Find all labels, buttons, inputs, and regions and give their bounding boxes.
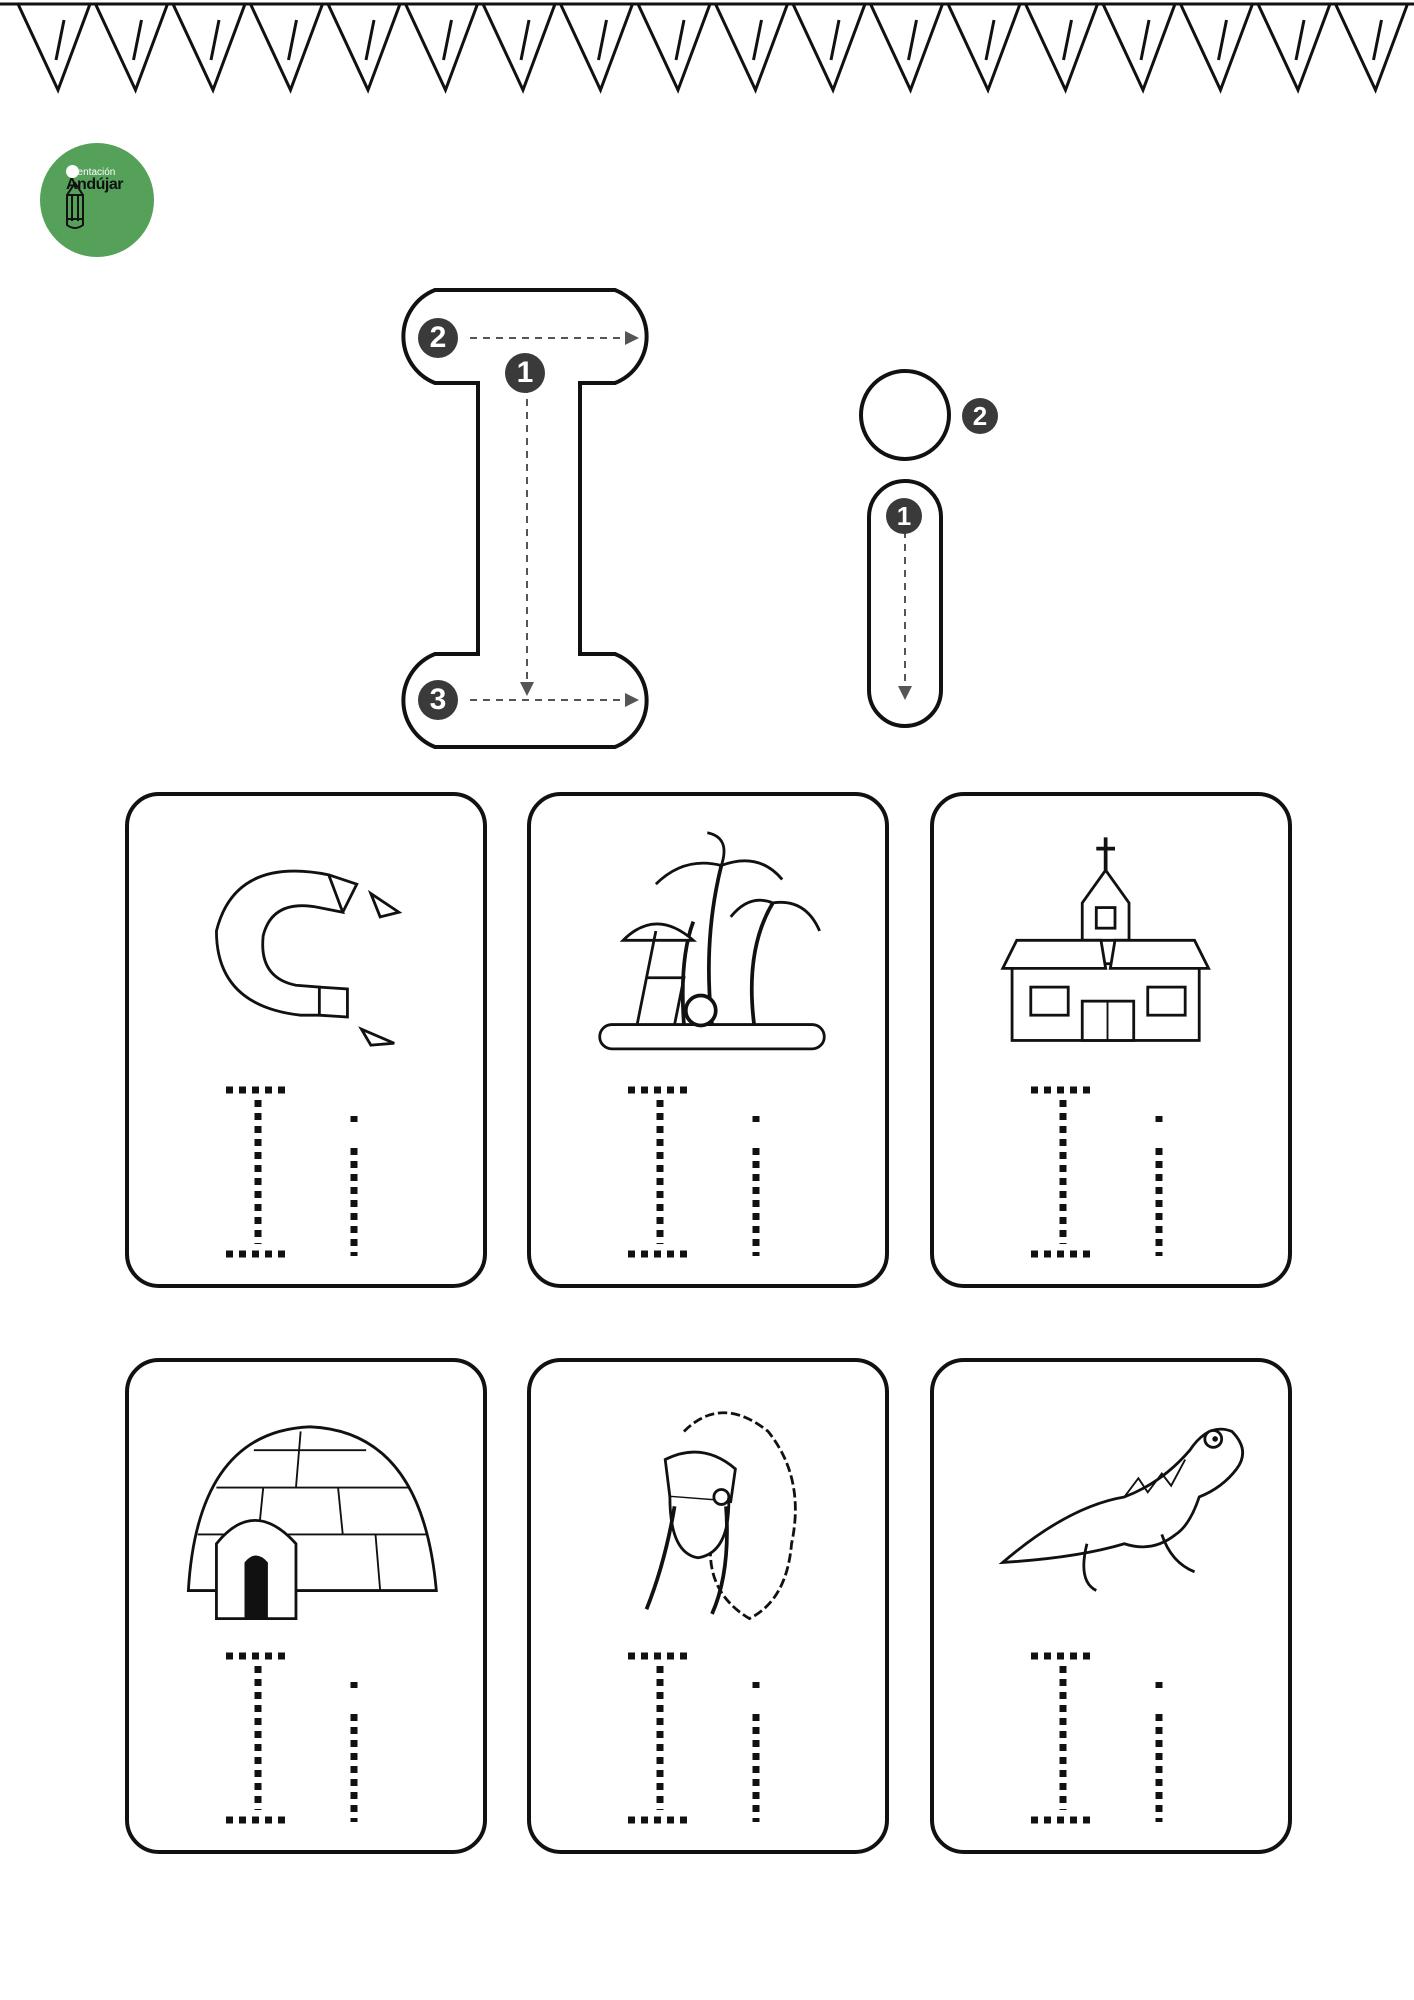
dotted-letter-trace[interactable] (626, 1086, 786, 1261)
dotted-letter-trace[interactable] (224, 1086, 384, 1261)
step-number-2: 2 (418, 318, 458, 358)
word-card (125, 1358, 487, 1854)
word-card (527, 1358, 889, 1854)
bunting-flag (403, 2, 480, 94)
word-card (125, 792, 487, 1288)
word-card (930, 792, 1292, 1288)
logo-text-line2: Andújar (66, 176, 123, 193)
bunting-flag (248, 2, 325, 94)
bunting-flag (1255, 2, 1333, 94)
bunting-flag (713, 2, 790, 94)
bunting-flag (1100, 2, 1178, 94)
bunting-flag (1333, 2, 1410, 94)
bunting-flag (558, 2, 635, 94)
bunting-flag (1023, 2, 1100, 94)
bunting-flag (635, 2, 713, 94)
dotted-letter-trace[interactable] (626, 1652, 786, 1827)
bunting-flag (15, 2, 93, 94)
bunting-flag (945, 2, 1023, 94)
bunting-decoration (0, 2, 1414, 94)
lowercase-i-dot (859, 369, 951, 461)
bunting-flag (325, 2, 403, 94)
bunting-flag (480, 2, 558, 94)
step-number-1: 1 (505, 353, 545, 393)
dotted-letter-trace[interactable] (224, 1652, 384, 1827)
lowercase-i-stem-guide (867, 479, 943, 728)
bunting-flag (93, 2, 170, 94)
church-icon (1000, 837, 1211, 1042)
uppercase-i-guide (401, 288, 649, 749)
word-card (930, 1358, 1292, 1854)
word-card (527, 792, 889, 1288)
pencil-icon (66, 181, 84, 229)
logo: rientación Andújar (40, 143, 154, 257)
step-number-2: 2 (962, 398, 998, 434)
dotted-letter-trace[interactable] (1029, 1652, 1189, 1827)
bunting-flag (170, 2, 248, 94)
iguana-icon (998, 1427, 1244, 1592)
bunting-flag (868, 2, 945, 94)
logo-text-line1: rientación (72, 167, 116, 178)
igloo-icon (186, 1425, 438, 1621)
step-number-1: 1 (886, 498, 922, 534)
logo-dot (66, 165, 79, 178)
island-icon (598, 831, 826, 1051)
bunting-flag (1178, 2, 1255, 94)
dotted-letter-trace[interactable] (1029, 1086, 1189, 1261)
bunting-flag (790, 2, 868, 94)
indian-chief-icon (644, 1411, 797, 1621)
magnet-icon (215, 869, 403, 1047)
step-number-3: 3 (418, 680, 458, 720)
